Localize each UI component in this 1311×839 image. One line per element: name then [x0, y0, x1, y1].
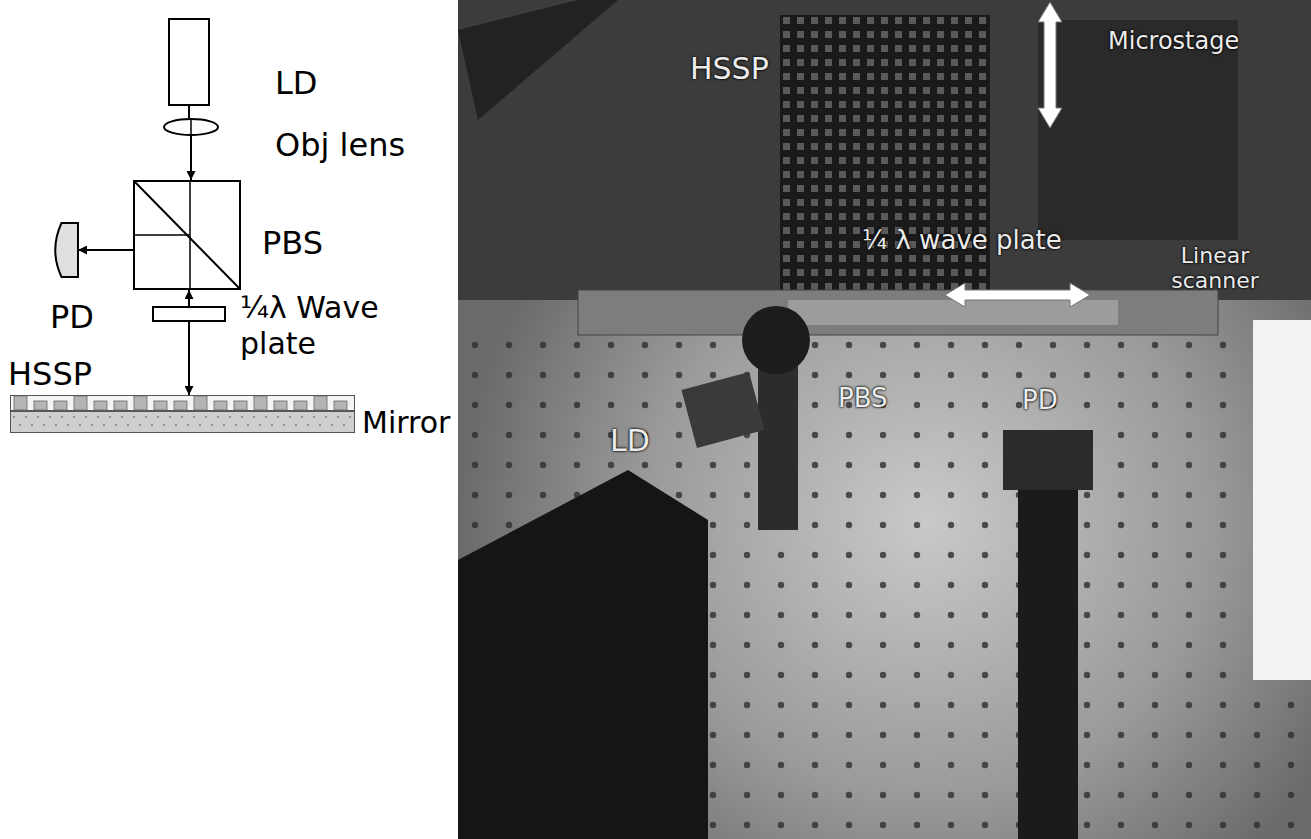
scanner-carriage: [788, 300, 1118, 325]
lens-mount: [681, 372, 764, 448]
rail: [458, 0, 618, 120]
component-label: Mirror: [362, 405, 707, 441]
horizontal-motion-arrow: [945, 283, 1090, 307]
laser-diode-outline: [168, 18, 210, 106]
microstage-label: Microstage: [1108, 28, 1239, 56]
component-label: HSSP: [8, 355, 353, 393]
vertical-motion-arrow: [1038, 2, 1062, 128]
beam-splitter-outline: [133, 180, 241, 290]
pd-label: PD: [1022, 386, 1058, 416]
mirror-plate: Mirror: [10, 411, 355, 433]
laser-diode-box: [458, 470, 708, 839]
component-label: ¼λ Wave plate: [240, 290, 410, 362]
ld-label: LD: [610, 424, 650, 459]
pbs-mount: [742, 306, 810, 374]
photodetector-outline: [48, 222, 78, 278]
beam-splitter: PBS: [133, 180, 241, 290]
laser-diode: LD: [168, 18, 210, 106]
wave-plate: ¼λ Wave plate: [152, 306, 226, 322]
hssp-layer-outline: [10, 395, 355, 411]
photodetector: PD: [48, 222, 78, 278]
table-holes: [458, 330, 1311, 839]
beam-path: [190, 136, 192, 180]
component-label: LD: [275, 64, 317, 102]
optical-table: [458, 0, 1311, 839]
component-label: PBS: [262, 224, 370, 262]
wave-plate-outline: [152, 306, 226, 322]
instrument-panel: [1253, 320, 1311, 680]
component-label: Obj lens: [275, 126, 331, 164]
component-label: PD: [50, 298, 80, 336]
hssp-label: HSSP: [690, 52, 769, 87]
linear-scanner-label: Linear scanner: [1160, 243, 1270, 294]
linear-scanner-base: [578, 290, 1218, 335]
hssp-layer: HSSP: [10, 395, 355, 411]
pd-mount: [1003, 430, 1093, 490]
pbs-label: PBS: [838, 384, 888, 414]
wave-plate-label: ¼ λ wave plate: [862, 226, 1062, 256]
pd-post: [1018, 460, 1078, 839]
beam-path: [78, 249, 133, 251]
objective-lens: Obj lens: [163, 118, 219, 136]
beam-path: [188, 106, 190, 118]
mirror-plate-outline: [10, 411, 355, 433]
beam-path: [188, 290, 190, 306]
beam-path: [188, 322, 190, 395]
objective-lens-outline: [163, 118, 219, 136]
background-wall: [458, 0, 1311, 300]
setup-photo: [458, 0, 1311, 839]
